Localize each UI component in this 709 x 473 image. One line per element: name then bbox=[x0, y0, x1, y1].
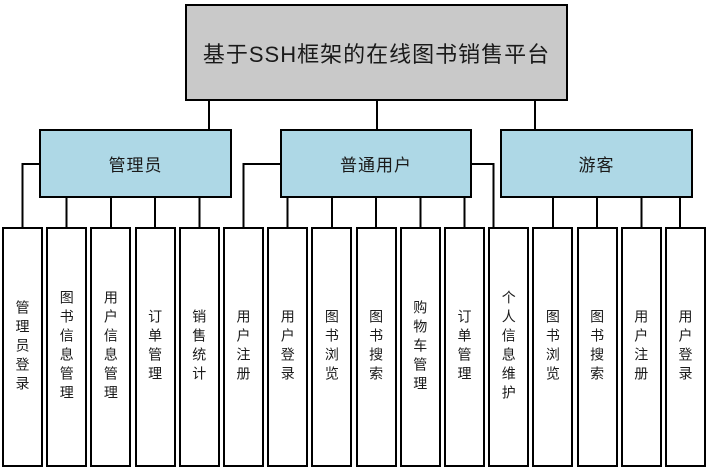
leaf-label: 图书信息管理 bbox=[58, 290, 75, 404]
group-label-guest: 游客 bbox=[578, 156, 615, 175]
group-node-guest: 游客 bbox=[500, 129, 693, 198]
connector-user-left bbox=[242, 163, 280, 228]
leaf-order-mgmt-user: 订单管理 bbox=[444, 227, 485, 467]
group-label-user: 普通用户 bbox=[340, 156, 412, 175]
leaf-label: 管理员登录 bbox=[14, 299, 31, 395]
leaf-label: 用户信息管理 bbox=[102, 290, 119, 404]
leaf-label: 购物车管理 bbox=[412, 299, 429, 395]
leaf-profile-maintain: 个人信息维护 bbox=[488, 227, 530, 467]
group-node-user: 普通用户 bbox=[280, 129, 472, 198]
root-title: 基于SSH框架的在线图书销售平台 bbox=[202, 41, 551, 67]
root-node: 基于SSH框架的在线图书销售平台 bbox=[185, 4, 568, 101]
leaf-admin-login: 管理员登录 bbox=[2, 227, 43, 467]
group-label-admin: 管理员 bbox=[108, 156, 163, 175]
leaf-user-register: 用户注册 bbox=[223, 227, 264, 467]
leaf-label: 用户登录 bbox=[279, 309, 296, 385]
leaf-label: 用户注册 bbox=[235, 309, 252, 385]
connector-admin-left bbox=[21, 163, 39, 228]
leaf-label: 用户登录 bbox=[677, 309, 694, 385]
connector-user-right bbox=[472, 163, 495, 228]
leaf-user-login-guest: 用户登录 bbox=[665, 227, 706, 467]
leaf-label: 用户注册 bbox=[633, 309, 650, 385]
leaf-order-mgmt-admin: 订单管理 bbox=[134, 227, 176, 467]
leaf-book-search-guest: 图书搜索 bbox=[576, 227, 618, 467]
leaf-label: 图书浏览 bbox=[544, 309, 561, 385]
leaf-book-info-mgmt: 图书信息管理 bbox=[46, 227, 88, 467]
group-node-admin: 管理员 bbox=[39, 129, 232, 198]
leaf-label: 订单管理 bbox=[456, 309, 473, 385]
leaf-user-register-guest: 用户注册 bbox=[620, 227, 662, 467]
leaf-user-login: 用户登录 bbox=[267, 227, 309, 467]
leaf-book-search: 图书搜索 bbox=[355, 227, 397, 467]
leaf-label: 图书浏览 bbox=[323, 309, 340, 385]
leaf-book-browse: 图书浏览 bbox=[311, 227, 353, 467]
leaf-label: 图书搜索 bbox=[368, 309, 385, 385]
leaf-cart-mgmt: 购物车管理 bbox=[399, 227, 441, 467]
leaf-book-browse-guest: 图书浏览 bbox=[532, 227, 574, 467]
leaf-user-info-mgmt: 用户信息管理 bbox=[90, 227, 132, 467]
leaf-label: 图书搜索 bbox=[589, 309, 606, 385]
leaf-label: 订单管理 bbox=[147, 309, 164, 385]
leaf-sales-stats: 销售统计 bbox=[178, 227, 220, 467]
leaf-label: 销售统计 bbox=[191, 309, 208, 385]
leaf-label: 个人信息维护 bbox=[500, 290, 517, 404]
